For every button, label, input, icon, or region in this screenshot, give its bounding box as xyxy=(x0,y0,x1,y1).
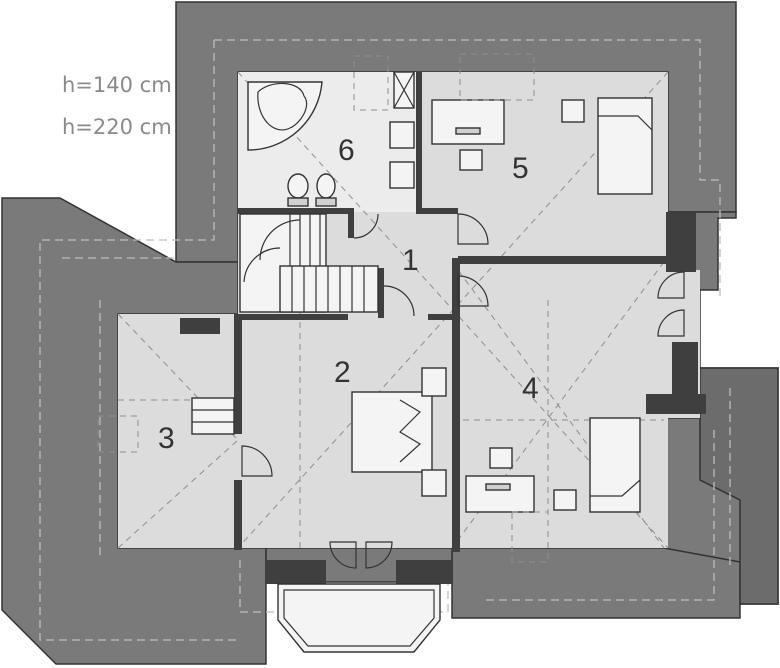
room-number-2: 2 xyxy=(334,356,351,389)
balcony xyxy=(277,583,441,653)
doors xyxy=(241,213,685,569)
room-number-3: 3 xyxy=(158,422,175,455)
room-number-1: 1 xyxy=(402,244,419,277)
room-number-4: 4 xyxy=(522,372,539,405)
room-labels: 1 2 3 4 5 6 xyxy=(158,134,539,455)
bathroom-fixtures xyxy=(247,55,415,207)
walls xyxy=(234,72,706,584)
room-number-5: 5 xyxy=(512,152,529,185)
room-5-furniture xyxy=(431,53,653,195)
room-number-6: 6 xyxy=(338,134,355,167)
staircase xyxy=(191,213,379,435)
height-legend-high: h=220 cm xyxy=(62,115,172,139)
room-2-furniture xyxy=(351,367,447,497)
room-3-furniture xyxy=(97,318,220,453)
height-legend-low: h=140 cm xyxy=(62,73,172,97)
room-4-furniture xyxy=(465,417,641,563)
